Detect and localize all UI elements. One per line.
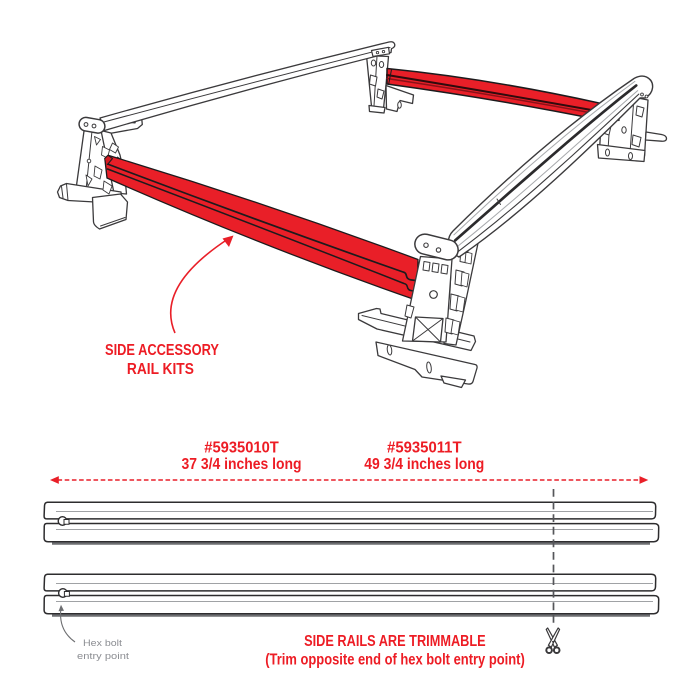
svg-text:(Trim opposite end of hex bolt: (Trim opposite end of hex bolt entry poi…: [265, 652, 525, 669]
svg-text:SIDE ACCESSORY: SIDE ACCESSORY: [105, 342, 220, 359]
svg-text:Hex bolt: Hex bolt: [83, 638, 122, 649]
svg-text:49 3/4 inches long: 49 3/4 inches long: [364, 456, 484, 473]
svg-text:RAIL KITS: RAIL KITS: [127, 361, 194, 378]
svg-text:SIDE RAILS ARE TRIMMABLE: SIDE RAILS ARE TRIMMABLE: [304, 633, 486, 650]
svg-text:#5935011T: #5935011T: [387, 440, 462, 457]
svg-text:37 3/4 inches long: 37 3/4 inches long: [182, 456, 302, 473]
svg-text:#5935010T: #5935010T: [204, 440, 279, 457]
svg-text:entry point: entry point: [77, 651, 129, 662]
